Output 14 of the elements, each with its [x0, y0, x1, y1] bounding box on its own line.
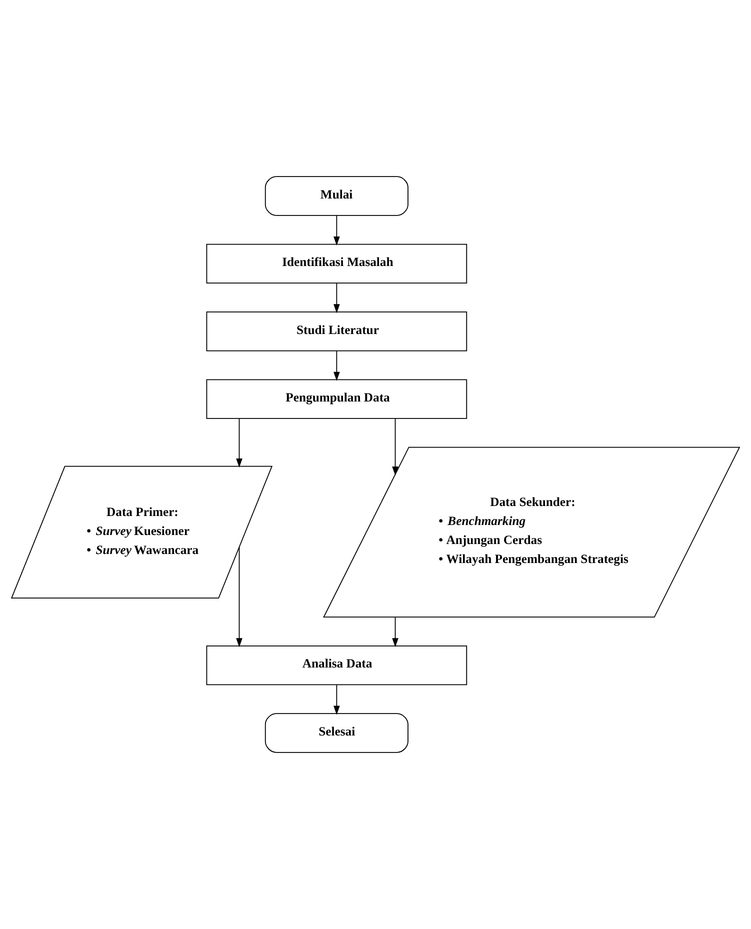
arrow	[334, 215, 340, 246]
arrow	[236, 418, 242, 468]
node-box: Mulai	[264, 176, 408, 216]
node-box: Studi Literatur	[206, 312, 468, 352]
node-box: Pengumpulan Data	[206, 379, 468, 419]
arrow	[236, 546, 242, 648]
arrow	[334, 350, 340, 381]
arrow	[334, 282, 340, 314]
arrow	[334, 684, 340, 715]
arrow	[392, 418, 398, 476]
node-box: Selesai	[264, 713, 408, 753]
node-box: Identifikasi Masalah	[206, 244, 468, 284]
node-box: Analisa Data	[206, 645, 468, 686]
arrow	[392, 616, 398, 648]
